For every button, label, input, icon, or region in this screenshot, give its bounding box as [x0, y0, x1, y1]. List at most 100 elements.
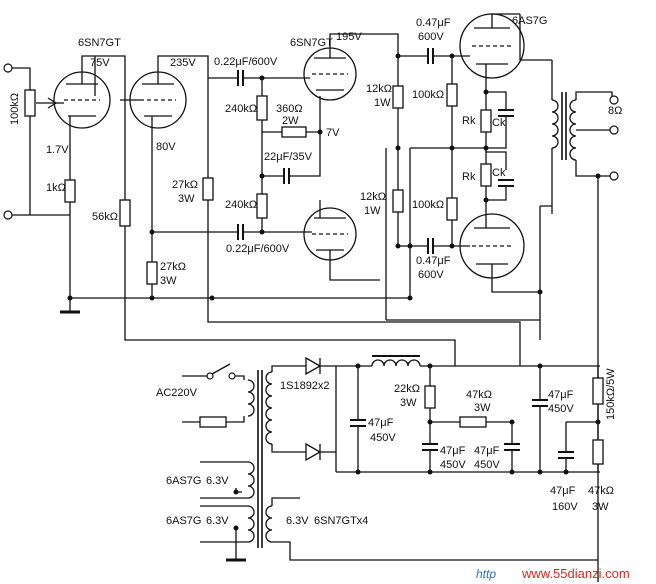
- label-heater-1-volt: 6.3V: [206, 475, 229, 487]
- watermark: http www.55dianzi.com: [476, 566, 630, 581]
- resistor-rk-bot: [480, 163, 492, 187]
- power-transformer-hv: [265, 371, 273, 445]
- resistor-27k-b: [202, 177, 214, 201]
- label-3w-a: 3W: [160, 275, 177, 287]
- resistor-100k-top: [446, 83, 458, 107]
- label-600v-top: 600V: [418, 31, 444, 43]
- resistor-47k-series: [459, 416, 487, 428]
- ground-bus: [60, 295, 413, 314]
- label-360: 360Ω: [276, 103, 303, 115]
- label-heater-2-tube: 6AS7G: [166, 515, 201, 527]
- resistor-240k-bot: [256, 193, 268, 219]
- resistor-47k-b: [592, 439, 604, 465]
- label-1w-bot: 1W: [364, 205, 381, 217]
- heater-winding-1: [247, 461, 255, 499]
- label-heater-2-volt: 6.3V: [206, 515, 229, 527]
- resistor-22k: [424, 385, 436, 409]
- label-1k: 1kΩ: [46, 182, 66, 194]
- power-supply: AC220V 1S1892x2 47μF 450V 22kΩ: [156, 355, 617, 562]
- phase-splitter: 0.22μF/600V 6SN7GT 195V 240kΩ 360Ω 2W 7V…: [150, 31, 413, 320]
- tube-v1a: 1.7V 1kΩ 6SN7GT 75V: [46, 37, 121, 298]
- resistor-rk-top: [480, 109, 492, 133]
- filter-choke: [371, 359, 421, 367]
- resistor-56k: [119, 199, 131, 227]
- label-240k-top: 240kΩ: [225, 103, 257, 115]
- label-3w-e: 3W: [592, 501, 609, 513]
- power-transformer-primary: [247, 379, 255, 417]
- label-3w-c: 3W: [400, 397, 417, 409]
- label-22k: 22kΩ: [394, 383, 420, 395]
- label-6as7g: 6AS7G: [512, 15, 547, 27]
- output-transformer-primary: [551, 99, 559, 149]
- label-80v: 80V: [156, 141, 176, 153]
- label-235v: 235V: [170, 57, 196, 69]
- tube-v1b: 235V 80V 56kΩ 27kΩ 3W: [92, 55, 456, 362]
- label-cap-047-bot: 0.47μF: [416, 255, 451, 267]
- label-cap-022-top: 0.22μF/600V: [214, 56, 278, 68]
- label-cap-047-top: 0.47μF: [416, 17, 451, 29]
- resistor-360: [281, 126, 307, 138]
- label-12k-top: 12kΩ: [366, 83, 392, 95]
- label-ck-bot: Ck: [492, 167, 506, 179]
- label-160v: 160V: [552, 501, 578, 513]
- label-47k-b: 47kΩ: [588, 485, 614, 497]
- label-6sn7gt-1: 6SN7GT: [78, 37, 121, 49]
- resistor-150k: [592, 377, 604, 405]
- label-8ohm: 8Ω: [608, 105, 622, 117]
- label-cap-47-a: 47μF: [368, 417, 394, 429]
- speaker-terminal-hot: [609, 95, 619, 105]
- label-240k-bot: 240kΩ: [225, 199, 257, 211]
- resistor-240k-top: [256, 95, 268, 121]
- resistor-27k-a: [146, 261, 158, 285]
- supply-leads: [386, 319, 540, 366]
- watermark-prefix: http: [476, 567, 496, 581]
- label-12k-bot: 12kΩ: [360, 191, 386, 203]
- diode-bottom: [305, 442, 322, 462]
- output-transformer-secondary: [569, 99, 577, 161]
- label-150k: 150kΩ/5W: [605, 368, 617, 420]
- label-27k-b: 27kΩ: [172, 179, 198, 191]
- label-7v: 7V: [326, 127, 340, 139]
- label-heater-3-tube: 6SN7GTx4: [314, 515, 368, 527]
- speaker-terminal-mid: [609, 125, 619, 135]
- resistor-12k-bot: [392, 189, 404, 213]
- label-cap-47-d: 47μF: [548, 389, 574, 401]
- label-2w: 2W: [282, 115, 299, 127]
- heater-winding-2: [247, 505, 255, 543]
- input-stage: 100kΩ: [3, 63, 70, 220]
- label-6sn7gt-2: 6SN7GT: [290, 37, 333, 49]
- label-75v: 75V: [90, 57, 110, 69]
- pot-label: 100kΩ: [9, 93, 21, 125]
- v1-supply: 27kΩ 3W: [172, 55, 521, 362]
- resistor-12k-top: [392, 85, 404, 109]
- label-heater-1-tube: 6AS7G: [166, 475, 201, 487]
- input-terminal-top: [3, 63, 13, 73]
- label-cap-47-c: 47μF: [474, 445, 500, 457]
- label-100k-bot: 100kΩ: [412, 199, 444, 211]
- resistor-100k-bot: [446, 197, 458, 221]
- label-3w-b: 3W: [178, 193, 195, 205]
- label-1-7v: 1.7V: [46, 144, 69, 156]
- label-56k: 56kΩ: [92, 211, 118, 223]
- label-ac220: AC220V: [156, 387, 198, 399]
- label-3w-d: 3W: [474, 402, 491, 414]
- diode-top: [305, 356, 322, 376]
- input-terminal-bottom: [3, 210, 13, 220]
- label-cap-47-b: 47μF: [440, 445, 466, 457]
- label-450v-a: 450V: [370, 432, 396, 444]
- fuse: [199, 416, 227, 428]
- label-cap-22: 22μF/35V: [264, 151, 313, 163]
- output-stage: 0.47μF 600V 6AS7G 100kΩ 100kΩ Rk Ck: [398, 13, 622, 582]
- label-cap-47-e: 47μF: [550, 485, 576, 497]
- label-1w-top: 1W: [374, 97, 391, 109]
- label-heater-3-volt: 6.3V: [286, 515, 309, 527]
- label-rk-bot: Rk: [462, 171, 476, 183]
- watermark-site: www.55dianzi.com: [521, 566, 630, 581]
- label-47k-a: 47kΩ: [466, 389, 492, 401]
- label-100k-top: 100kΩ: [412, 89, 444, 101]
- label-195v: 195V: [336, 31, 362, 43]
- label-450v-b: 450V: [440, 459, 466, 471]
- label-diode: 1S1892x2: [280, 380, 330, 392]
- label-450v-d: 450V: [548, 403, 574, 415]
